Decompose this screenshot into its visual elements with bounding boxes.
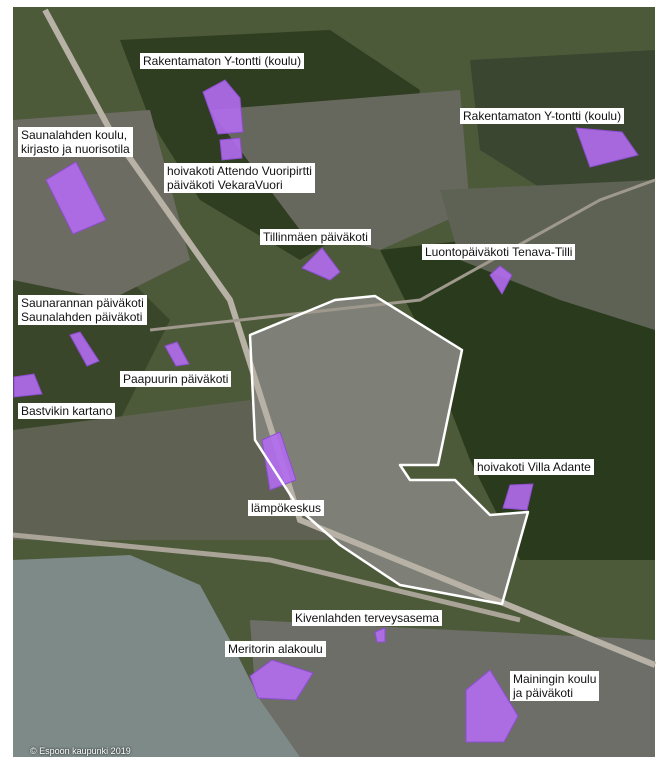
label-luontopaivakoti: Luontopäiväkoti Tenava-Tilli bbox=[422, 244, 576, 260]
label-paapuurin: Paapuurin päiväkoti bbox=[120, 371, 232, 387]
label-tillinmaen: Tillinmäen päiväkoti bbox=[260, 229, 371, 245]
parcel-bastvikin bbox=[13, 373, 43, 398]
parcel-mainingin bbox=[465, 669, 519, 743]
parcel-rakentamaton-2 bbox=[575, 127, 639, 168]
label-rakentamaton-2: Rakentamaton Y-tontti (koulu) bbox=[460, 108, 625, 124]
parcel-paapuurin bbox=[164, 341, 190, 367]
label-hoivakoti-attendo: hoivakoti Attendo Vuoripirtti päiväkoti … bbox=[164, 163, 315, 193]
parcel-saunarannan bbox=[69, 331, 100, 367]
study-area-boundary bbox=[248, 294, 530, 606]
parcel-hoivakoti-attendo bbox=[219, 137, 243, 161]
parcel-saunalahden-koulu bbox=[45, 161, 107, 235]
label-saunarannan: Saunarannan päiväkoti Saunalahden päiväk… bbox=[18, 295, 147, 325]
parcel-kivenlahden bbox=[374, 627, 386, 643]
label-mainingin: Mainingin koulu ja päiväkoti bbox=[510, 671, 600, 701]
parcel-rakentamaton-1 bbox=[202, 79, 244, 135]
label-villa-adante: hoivakoti Villa Adante bbox=[474, 459, 594, 475]
parcel-meritorin bbox=[249, 659, 314, 701]
copyright-text: © Espoon kaupunki 2019 bbox=[30, 746, 131, 756]
label-lampokeskus: lämpökeskus bbox=[248, 500, 325, 516]
parcel-lampokeskus bbox=[261, 431, 297, 491]
label-bastvikin: Bastvikin kartano bbox=[18, 403, 116, 419]
label-saunalahden-koulu: Saunalahden koulu, kirjasto ja nuorisoti… bbox=[18, 127, 133, 157]
label-kivenlahden: Kivenlahden terveysasema bbox=[292, 610, 443, 626]
parcel-luontopaivakoti bbox=[489, 265, 513, 295]
label-meritorin: Meritorin alakoulu bbox=[225, 641, 326, 657]
label-rakentamaton-1: Rakentamaton Y-tontti (koulu) bbox=[140, 53, 305, 69]
parcel-tillinmaen bbox=[301, 247, 341, 281]
parcel-villa-adante bbox=[502, 483, 534, 511]
